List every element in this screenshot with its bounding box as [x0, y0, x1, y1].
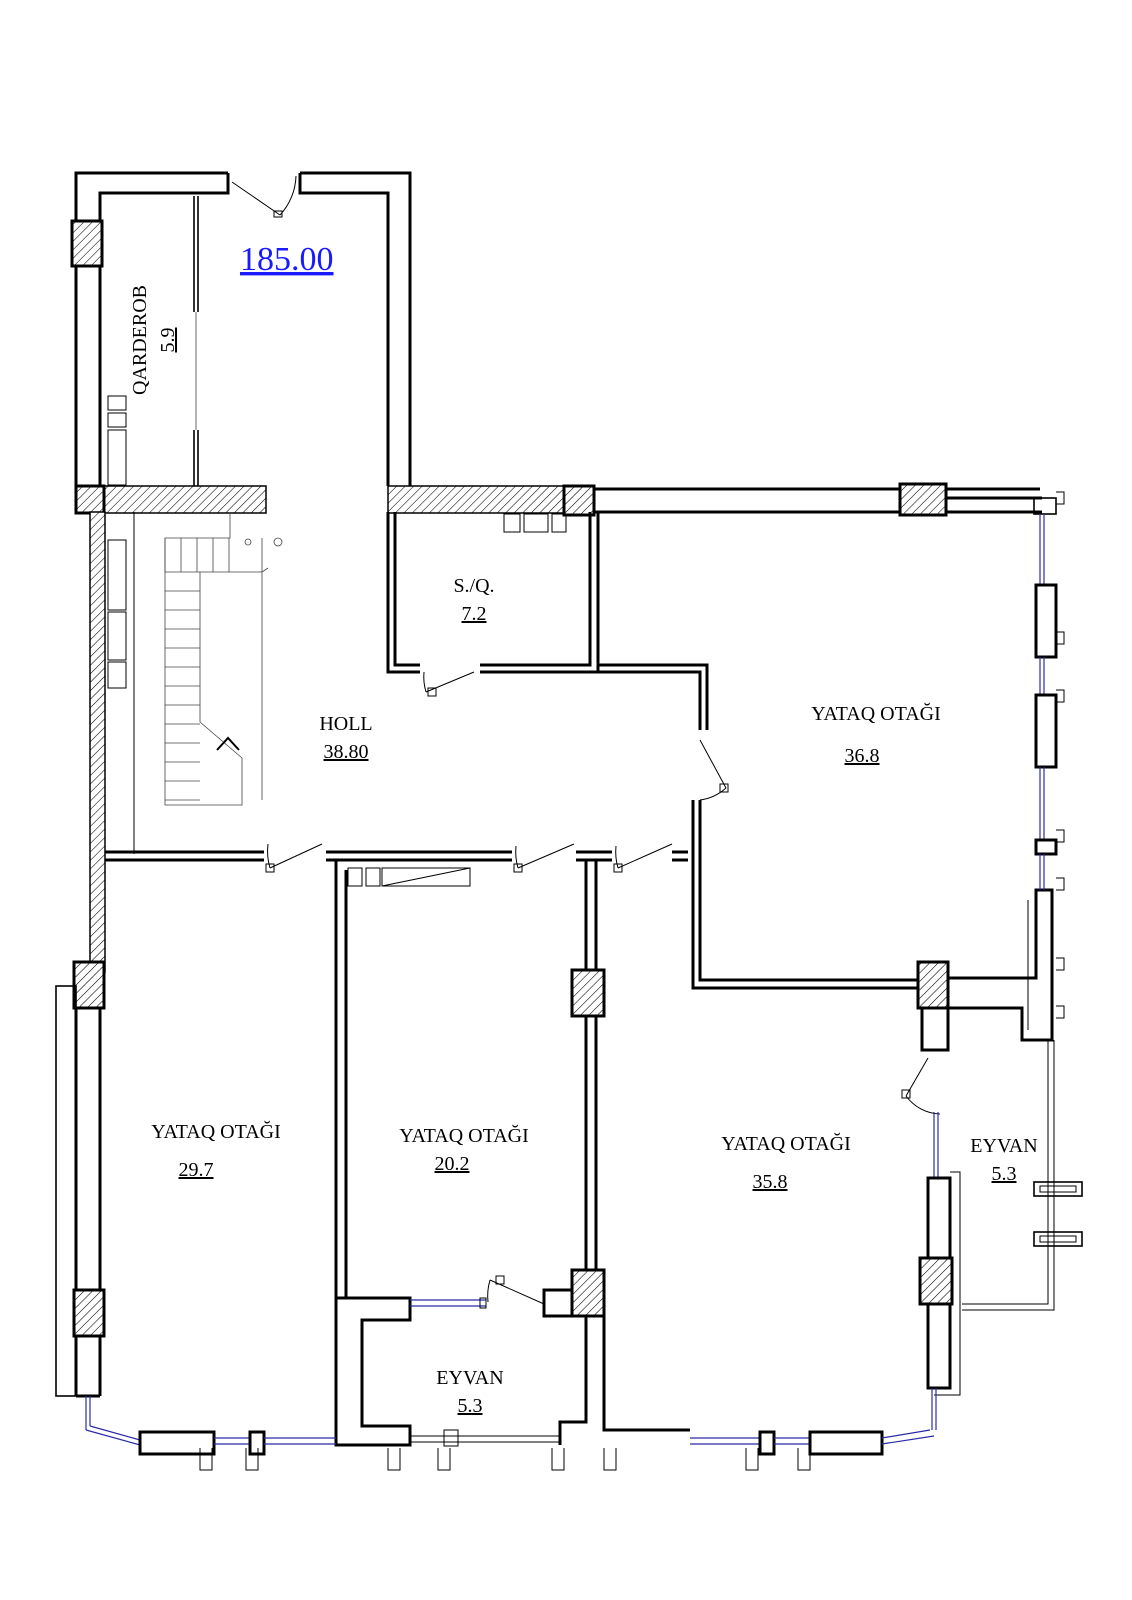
- room-area: 35.8: [753, 1171, 788, 1193]
- stair: [89, 511, 283, 973]
- room-qarderob: QARDEROB 5.9: [129, 285, 179, 395]
- room-yataq-ne: YATAQ OTAĞI 36.8: [811, 702, 941, 767]
- room-name: YATAQ OTAĞI: [399, 1124, 529, 1147]
- room-eyvan-e: EYVAN 5.3: [970, 1135, 1037, 1185]
- middle-wall: [74, 482, 1057, 517]
- entrance-door: [231, 175, 297, 218]
- room-area: 5.9: [157, 328, 179, 353]
- column-nw: [70, 219, 104, 268]
- total-area: 185.00: [240, 241, 334, 278]
- room-area: 20.2: [435, 1153, 470, 1175]
- room-name: EYVAN: [970, 1135, 1037, 1157]
- room-name: YATAQ OTAĞI: [721, 1132, 851, 1155]
- west-bedroom-walls: [55, 960, 106, 1398]
- room-name: YATAQ OTAĞI: [151, 1120, 281, 1143]
- center-bedroom-walls: [334, 860, 690, 1447]
- se-bedroom-walls: [901, 1040, 1083, 1430]
- room-name: EYVAN: [436, 1367, 503, 1389]
- room-name: HOLL: [319, 713, 372, 735]
- south-facade: [85, 1396, 935, 1471]
- east-facade: [1034, 491, 1065, 1019]
- room-eyvan-s: EYVAN 5.3: [436, 1367, 503, 1417]
- ne-bedroom-walls: [598, 663, 1054, 1052]
- bathroom-walls: [386, 512, 600, 697]
- room-sq: S./Q. 7.2: [453, 575, 494, 625]
- room-area: 38.80: [324, 741, 369, 763]
- room-name: YATAQ OTAĞI: [811, 702, 941, 725]
- holl-south-walls: [105, 843, 688, 873]
- room-area: 29.7: [179, 1159, 214, 1181]
- room-name: S./Q.: [453, 575, 494, 597]
- north-wing-walls: [70, 171, 412, 490]
- room-yataq-w: YATAQ OTAĞI 29.7: [151, 1120, 281, 1181]
- room-name: QARDEROB: [129, 285, 151, 395]
- room-area: 36.8: [845, 745, 880, 767]
- room-area: 5.3: [992, 1163, 1017, 1185]
- room-area: 5.3: [458, 1395, 483, 1417]
- room-holl: HOLL 38.80: [319, 713, 372, 763]
- room-yataq-c: YATAQ OTAĞI 20.2: [399, 1124, 529, 1175]
- room-yataq-se: YATAQ OTAĞI 35.8: [721, 1132, 851, 1193]
- room-area: 7.2: [462, 603, 487, 625]
